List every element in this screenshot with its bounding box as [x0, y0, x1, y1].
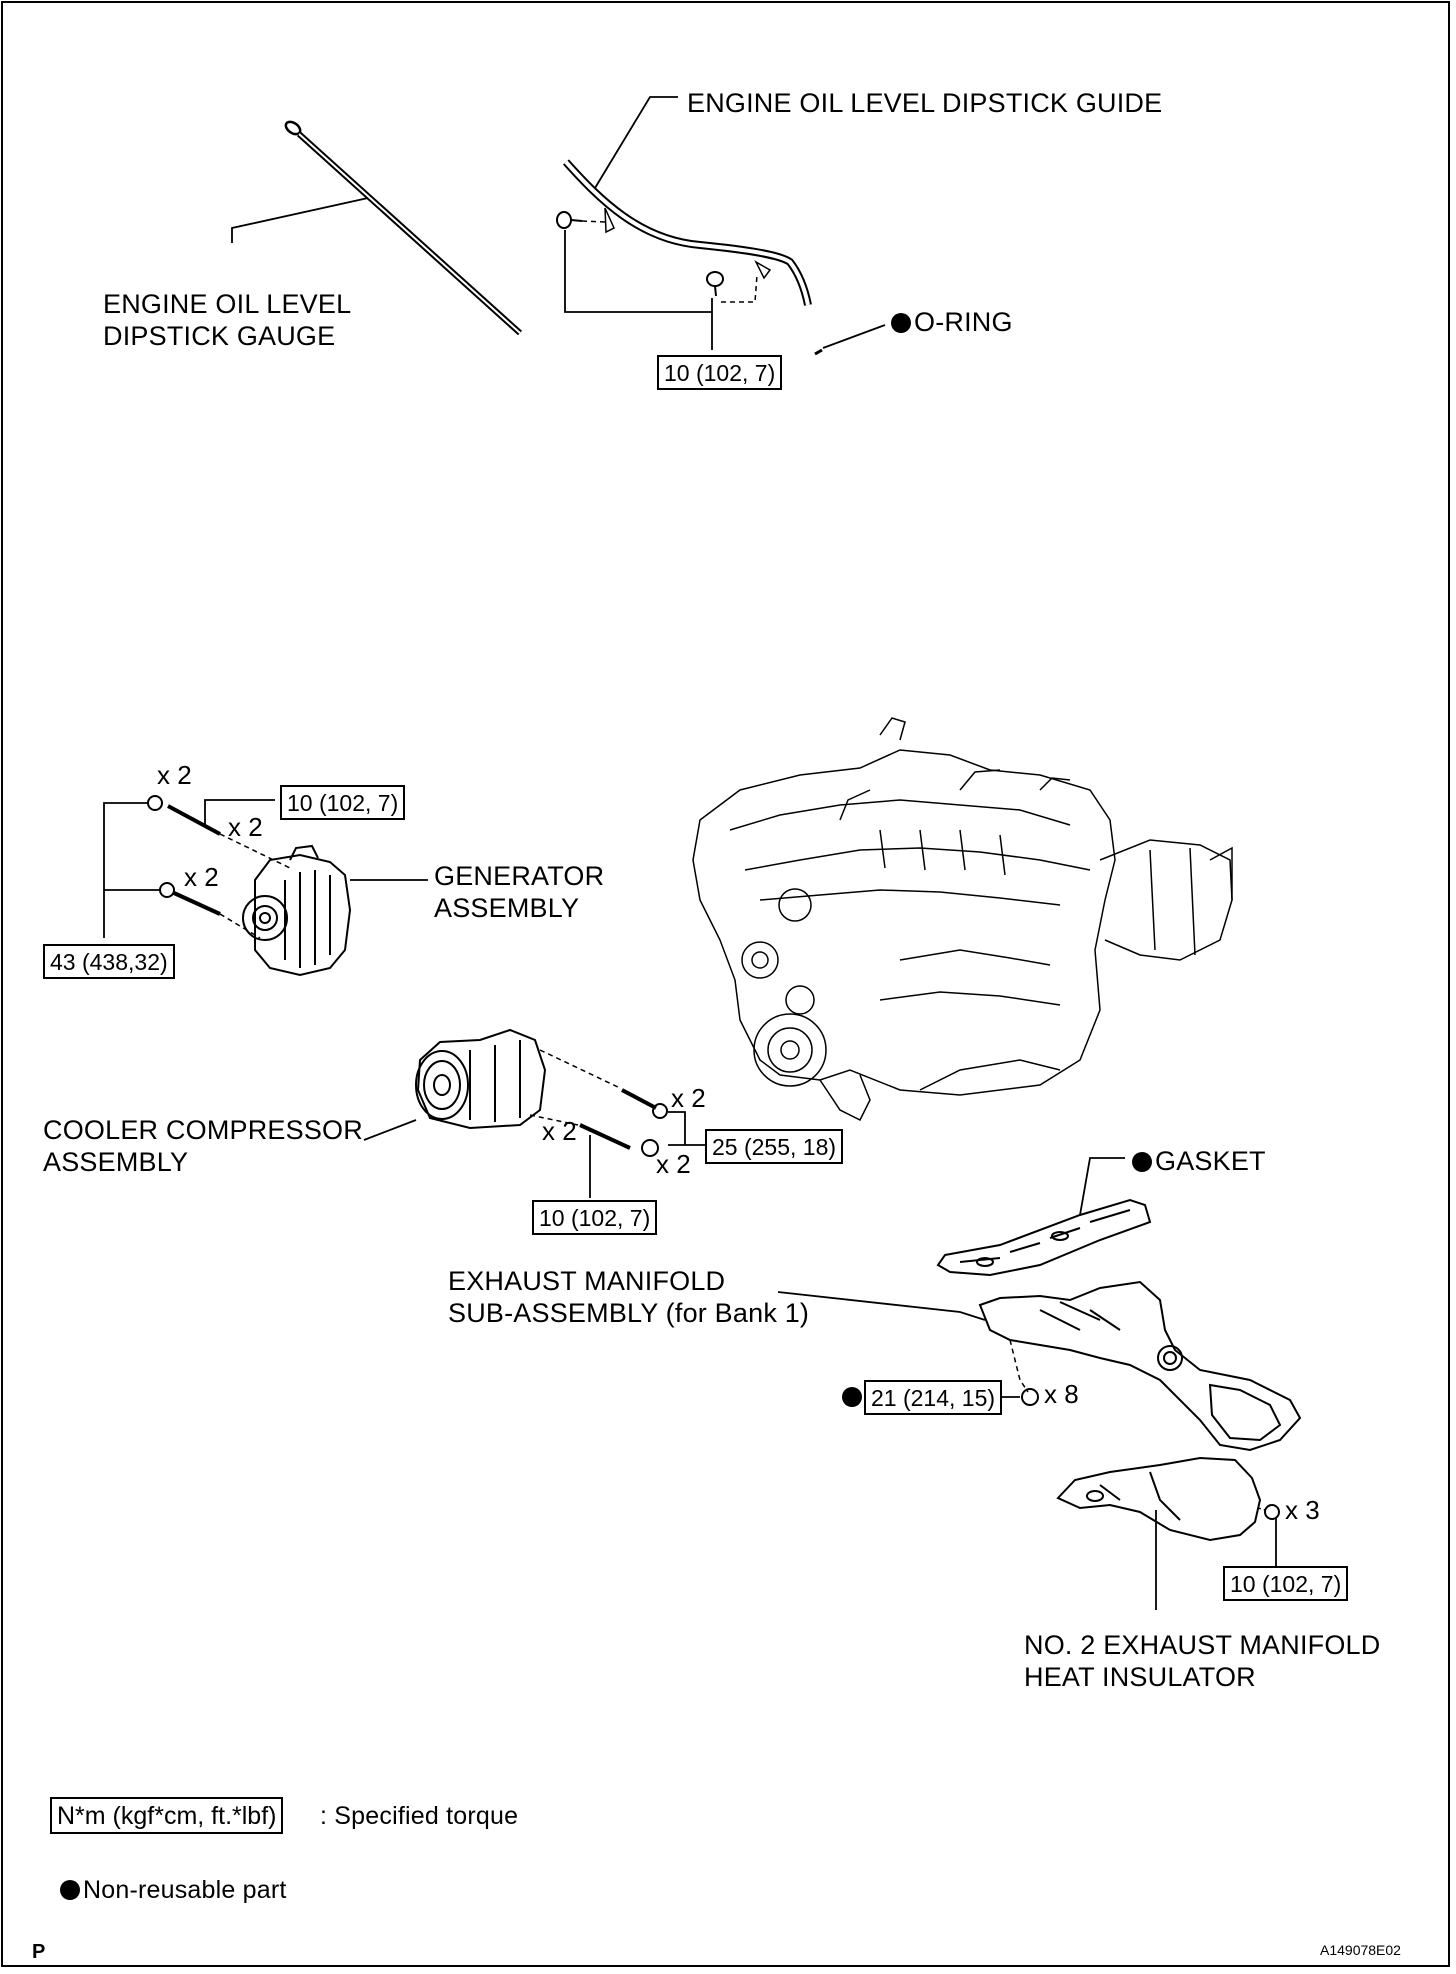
- generator-label-line1: GENERATOR: [434, 861, 605, 891]
- comp-bolt: [621, 1088, 668, 1119]
- heat-insulator-part: [1056, 1456, 1262, 1542]
- compressor-leader: [363, 1119, 417, 1141]
- exhaust-nut: [1021, 1388, 1039, 1406]
- compressor-label-line2: ASSEMBLY: [43, 1147, 189, 1177]
- legend-torque-box: N*m (kgf*cm, ft.*lbf): [50, 1797, 284, 1834]
- generator-label-line2: ASSEMBLY: [434, 893, 580, 923]
- cooler-compressor-part: [415, 1028, 547, 1130]
- dipstick-gauge-label-line2: DIPSTICK GAUGE: [103, 321, 336, 351]
- dipstick-guide-label: ENGINE OIL LEVEL DIPSTICK GUIDE: [687, 88, 1163, 118]
- torque-generator-bolt: 43 (438,32): [43, 944, 175, 979]
- qty-gen-nut: x 2: [157, 760, 192, 790]
- exhaust-leader: [777, 1291, 986, 1321]
- compressor-label-line1: COOLER COMPRESSOR: [43, 1115, 363, 1145]
- comp-stud: [579, 1123, 631, 1150]
- guide-bolt-torque-leader: [564, 230, 713, 350]
- dipstick-guide-part: [563, 159, 812, 306]
- qty-gen-stud: x 2: [228, 812, 263, 842]
- dipstick-gauge-label-line1: ENGINE OIL LEVEL: [103, 289, 352, 319]
- comp-nut: [641, 1139, 659, 1157]
- gasket-leader: [1079, 1157, 1125, 1216]
- qty-comp-stud: x 2: [542, 1116, 577, 1146]
- gasket-part: [936, 1198, 1152, 1277]
- dipstick-gauge-part: [284, 120, 523, 336]
- nonreusable-icon: [1132, 1152, 1152, 1172]
- engine-assembly-sketch: [692, 717, 1233, 1122]
- qty-exhaust-nut: x 8: [1044, 1379, 1079, 1409]
- dipstick-gauge-leader: [231, 197, 369, 243]
- generator-part: [242, 844, 352, 977]
- torque-exhaust-nut: 21 (214, 15): [864, 1380, 1003, 1415]
- exhaust-nut-nonreusable-icon: [842, 1387, 862, 1407]
- o-ring-label: O-RING: [891, 306, 1013, 338]
- o-ring-part: [814, 348, 823, 356]
- torque-dipstick-guide: 10 (102, 7): [657, 355, 783, 390]
- guide-bolt-2: [706, 271, 724, 297]
- nonreusable-icon: [891, 313, 911, 333]
- corner-letter: P: [32, 1941, 46, 1963]
- legend-nonreusable-text: Non-reusable part: [83, 1876, 287, 1904]
- o-ring-text: O-RING: [914, 307, 1013, 337]
- exhaust-label-line1: EXHAUST MANIFOLD: [448, 1266, 726, 1296]
- qty-comp-bolt: x 2: [671, 1083, 706, 1113]
- dipstick-guide-leader: [594, 96, 678, 189]
- insulator-label-line2: HEAT INSULATOR: [1024, 1662, 1256, 1692]
- gen-bolt-torque-leader: [103, 802, 160, 938]
- legend-nonreusable: Non-reusable part: [60, 1874, 287, 1906]
- qty-comp-nut: x 2: [656, 1149, 691, 1179]
- legend-torque-desc: : Specified torque: [320, 1802, 519, 1830]
- qty-gen-bolt: x 2: [184, 862, 219, 892]
- gen-nut: [147, 795, 163, 811]
- exhaust-manifold-part: [978, 1280, 1302, 1452]
- insulator-label-line1: NO. 2 EXHAUST MANIFOLD: [1024, 1630, 1381, 1660]
- gen-stud-torque-leader: [204, 799, 275, 825]
- exhaust-label-line2: SUB-ASSEMBLY (for Bank 1): [448, 1298, 810, 1328]
- qty-insulator-bolt: x 3: [1285, 1495, 1320, 1525]
- torque-generator-stud: 10 (102, 7): [280, 785, 406, 820]
- torque-compressor-stud: 10 (102, 7): [532, 1200, 658, 1235]
- nonreusable-icon: [60, 1880, 80, 1900]
- figure-id: A149078E02: [1320, 1942, 1401, 1958]
- comp-torque-leader: [668, 1111, 705, 1146]
- guide-bolt-1: [556, 211, 583, 229]
- gasket-label: GASKET: [1132, 1145, 1266, 1177]
- gasket-text: GASKET: [1155, 1146, 1266, 1176]
- torque-compressor: 25 (255, 18): [705, 1129, 844, 1164]
- insulator-bolt: [1264, 1504, 1280, 1520]
- torque-insulator-bolt: 10 (102, 7): [1223, 1566, 1349, 1601]
- o-ring-leader: [822, 324, 886, 349]
- gen-stud: [167, 804, 221, 836]
